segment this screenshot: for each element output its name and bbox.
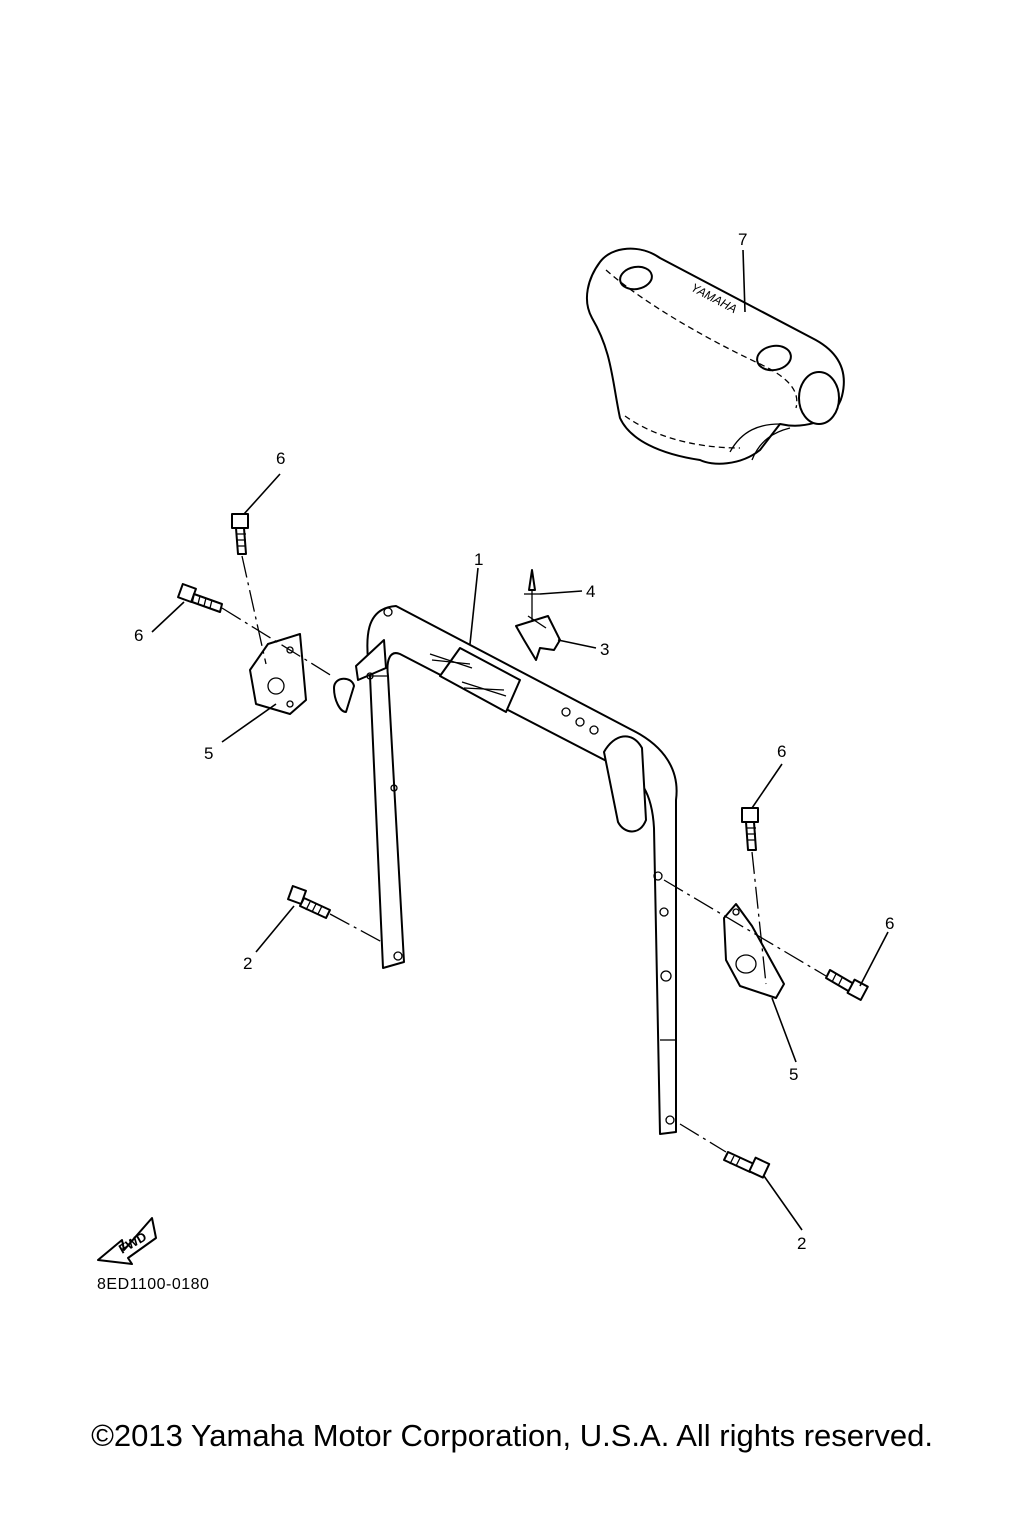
callout-3: 3 xyxy=(600,640,609,659)
left-bracket xyxy=(249,633,307,715)
bolt-2-right xyxy=(723,1151,771,1179)
diagram-code: 8ED1100-0180 xyxy=(97,1276,210,1293)
callout-5-left: 5 xyxy=(204,744,213,763)
callout-1: 1 xyxy=(474,550,483,569)
callout-6-right-upper: 6 xyxy=(777,742,786,761)
bolt-6-right-upper xyxy=(741,807,759,851)
left-spacer-ring xyxy=(333,677,355,713)
handlebar-pad-cover: YAMAHA xyxy=(585,247,845,465)
callout-7: 7 xyxy=(738,230,747,249)
bolt-2-left xyxy=(287,885,331,919)
callout-2-right: 2 xyxy=(797,1234,806,1253)
bolt-6-left xyxy=(177,583,223,613)
rivet xyxy=(524,569,540,622)
callout-6-left: 6 xyxy=(134,626,143,645)
callout-5-right: 5 xyxy=(789,1065,798,1084)
callout-6-top: 6 xyxy=(276,449,285,468)
handlebar-frame xyxy=(355,605,678,1135)
copyright-text: ©2013 Yamaha Motor Corporation, U.S.A. A… xyxy=(91,1418,933,1453)
bolt-6-top-left xyxy=(231,513,249,555)
assembly-lines xyxy=(221,555,827,1153)
right-bracket xyxy=(723,903,785,999)
callouts: 7 1 4 3 6 6 5 6 6 5 2 2 xyxy=(134,230,894,1253)
leader-lines xyxy=(151,249,889,1231)
callout-4: 4 xyxy=(586,582,595,601)
callout-2-left: 2 xyxy=(243,954,252,973)
bolt-6-right xyxy=(825,969,869,1001)
fwd-arrow-icon: FWD xyxy=(97,1217,157,1265)
clip-bracket xyxy=(515,615,561,661)
handlebar-clamp xyxy=(429,647,521,713)
callout-6-right: 6 xyxy=(885,914,894,933)
